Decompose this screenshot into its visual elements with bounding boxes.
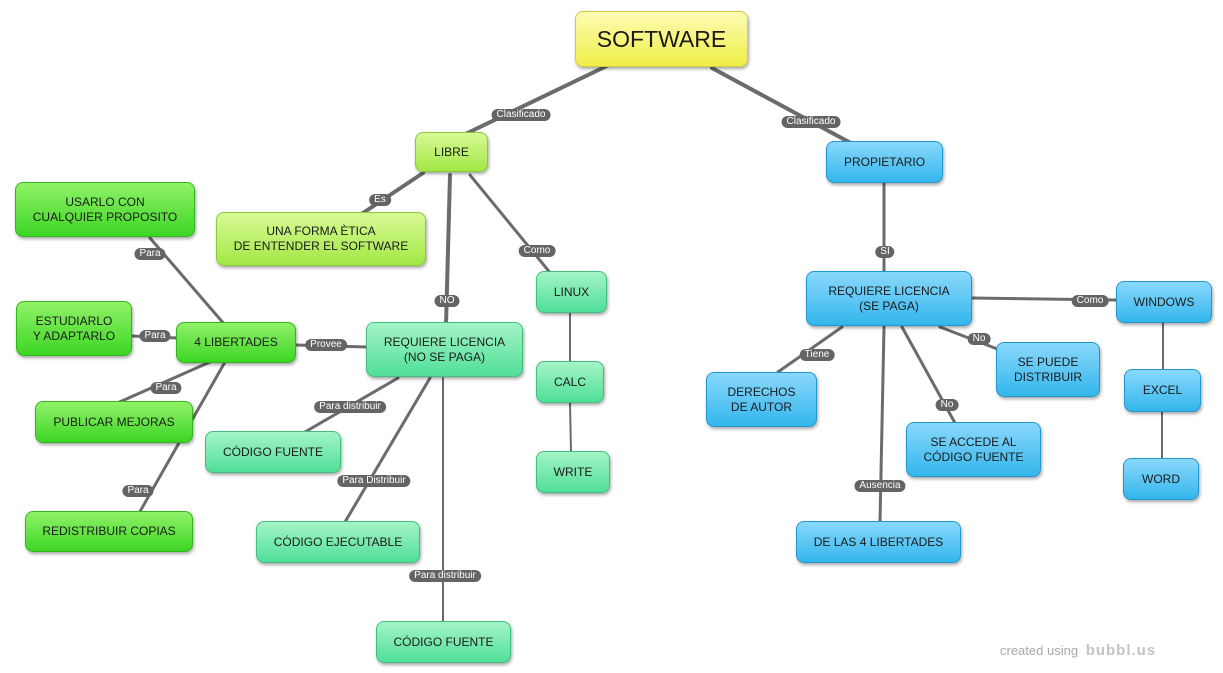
- edge-label-para: Para: [139, 330, 171, 342]
- edge-label-para-distribuir: Para distribuir: [314, 401, 386, 413]
- node-software[interactable]: SOFTWARE: [575, 11, 748, 67]
- edge-calc-write: [569, 402, 572, 453]
- node-write[interactable]: WRITE: [536, 451, 610, 493]
- node-estudiarlo[interactable]: ESTUDIARLO Y ADAPTARLO: [16, 301, 132, 356]
- node-se-accede-codigo[interactable]: SE ACCEDE AL CÓDIGO FUENTE: [906, 422, 1041, 477]
- edge-label-es: Es: [369, 194, 391, 206]
- node-4-libertades[interactable]: 4 LIBERTADES: [176, 322, 296, 363]
- edge-libre-linux: [468, 173, 554, 277]
- node-publicar-mejoras[interactable]: PUBLICAR MEJORAS: [35, 401, 193, 443]
- node-se-puede-distribuir[interactable]: SE PUEDE DISTRIBUIR: [996, 342, 1100, 397]
- node-calc[interactable]: CALC: [536, 361, 604, 403]
- node-linux[interactable]: LINUX: [536, 271, 607, 313]
- edge-software-propietario: [710, 66, 862, 150]
- edge-label-para: Para: [122, 485, 154, 497]
- edge-label-no: No: [935, 399, 959, 411]
- node-excel[interactable]: EXCEL: [1124, 369, 1201, 412]
- node-libre[interactable]: LIBRE: [415, 132, 488, 172]
- node-requiere-licencia-prop[interactable]: REQUIERE LICENCIA (SE PAGA): [806, 271, 972, 326]
- edge-label-clasificado: Clasificado: [491, 109, 551, 121]
- edge-label-no: No: [967, 333, 991, 345]
- node-usarlo[interactable]: USARLO CON CUALQUIER PROPOSITO: [15, 182, 195, 237]
- edge-label-provee: Provee: [305, 339, 347, 351]
- node-forma-etica[interactable]: UNA FORMA ÈTICA DE ENTENDER EL SOFTWARE: [216, 212, 426, 266]
- edge-label-como: Como: [518, 245, 556, 257]
- node-windows[interactable]: WINDOWS: [1116, 281, 1212, 323]
- edge-requiere-ejecutable: [343, 376, 432, 524]
- edge-label-para: Para: [150, 382, 182, 394]
- node-de-las-4-libertades[interactable]: DE LAS 4 LIBERTADES: [796, 521, 961, 563]
- node-derechos-autor[interactable]: DERECHOS DE AUTOR: [706, 372, 817, 427]
- bubblus-logo: bubbl.us: [1085, 642, 1157, 659]
- edge-label-no: NO: [434, 295, 460, 307]
- edge-libre-forma: [358, 171, 425, 217]
- edge-label-para-distribuir: Para Distribuir: [337, 475, 411, 487]
- node-codigo-fuente-1[interactable]: CÓDIGO FUENTE: [205, 431, 341, 473]
- edge-label-si: SI: [875, 246, 895, 258]
- node-redistribuir-copias[interactable]: REDISTRIBUIR COPIAS: [25, 511, 193, 552]
- node-requiere-licencia-libre[interactable]: REQUIERE LICENCIA (NO SE PAGA): [366, 322, 523, 377]
- edge-label-como: Como: [1071, 295, 1109, 307]
- node-word[interactable]: WORD: [1123, 458, 1199, 500]
- edge-label-para: Para: [134, 248, 166, 260]
- edge-label-ausencia: Ausencia: [854, 480, 906, 492]
- edge-label-para-distribuir: Para distribuir: [409, 570, 481, 582]
- edge-label-tiene: Tiene: [799, 349, 835, 361]
- node-propietario[interactable]: PROPIETARIO: [826, 141, 943, 183]
- edge-requiere-ausencia: [878, 325, 886, 524]
- edge-label-clasificado: Clasificado: [781, 116, 841, 128]
- node-codigo-ejecutable[interactable]: CÓDIGO EJECUTABLE: [256, 521, 420, 563]
- created-using-text: created using: [1000, 643, 1079, 658]
- edge-software-libre: [451, 60, 617, 142]
- credit-text: created using bubbl.us: [1000, 642, 1156, 659]
- node-codigo-fuente-2[interactable]: CÓDIGO FUENTE: [376, 621, 511, 663]
